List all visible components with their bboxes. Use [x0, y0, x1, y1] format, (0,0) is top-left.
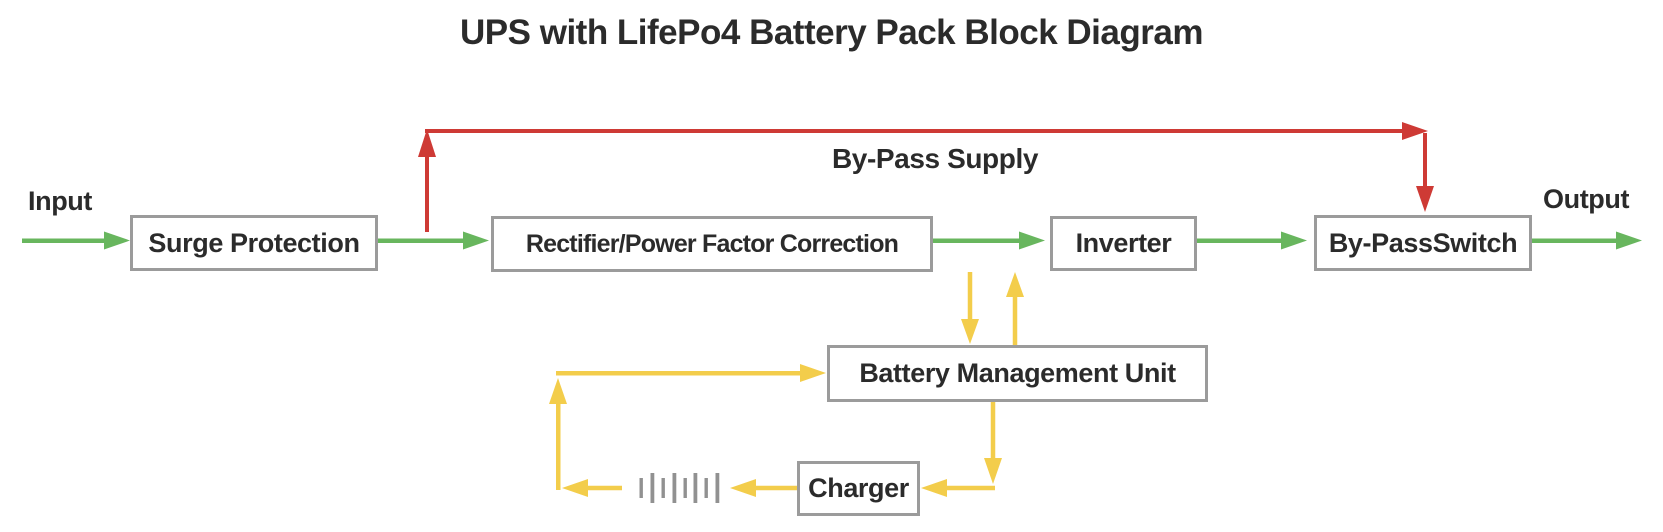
bypass-horizontal-arrow [425, 122, 1428, 140]
battery-path [549, 272, 1024, 497]
diagram-title: UPS with LifePo4 Battery Pack Block Diag… [460, 13, 1203, 52]
output-arrow [1532, 231, 1642, 250]
output-label: Output [1543, 184, 1630, 214]
rectifier-to-inverter-arrow [933, 231, 1045, 250]
bmu-to-charger-arrow [921, 402, 1002, 497]
block-rectifier-pfc: Rectifier/Power Factor Correction [491, 216, 933, 272]
rectifier-to-bmu-arrow [961, 272, 979, 344]
block-inverter-label: Inverter [1075, 228, 1172, 258]
input-label: Input [28, 186, 92, 216]
inverter-to-bypass-arrow [1197, 231, 1307, 250]
surge-to-rectifier-arrow [378, 231, 489, 250]
block-surge-protection: Surge Protection [130, 215, 378, 271]
battery-pack-icon [639, 473, 720, 503]
block-bypass-switch-label: By-PassSwitch [1328, 227, 1518, 258]
bypass-supply-label: By-Pass Supply [831, 143, 1039, 174]
block-rectifier-pfc-label: Rectifier/Power Factor Correction [525, 229, 899, 258]
block-bypass-switch: By-PassSwitch [1314, 215, 1532, 271]
block-charger-label: Charger [808, 473, 909, 503]
block-battery-management-unit-label: Battery Management Unit [859, 358, 1176, 388]
block-charger: Charger [797, 461, 920, 516]
battery-to-bmu-arrow [549, 364, 826, 497]
block-surge-protection-label: Surge Protection [148, 227, 360, 258]
block-battery-management-unit: Battery Management Unit [827, 345, 1208, 402]
bypass-up-arrow [418, 129, 436, 232]
main-flow-arrows [22, 231, 1642, 250]
bypass-down-arrow [1416, 133, 1434, 212]
charger-to-battery-arrow [730, 479, 797, 497]
bmu-to-inverter-arrow [1006, 272, 1024, 345]
block-inverter: Inverter [1050, 216, 1197, 271]
bypass-supply-path [418, 122, 1434, 232]
input-arrow [22, 231, 130, 250]
